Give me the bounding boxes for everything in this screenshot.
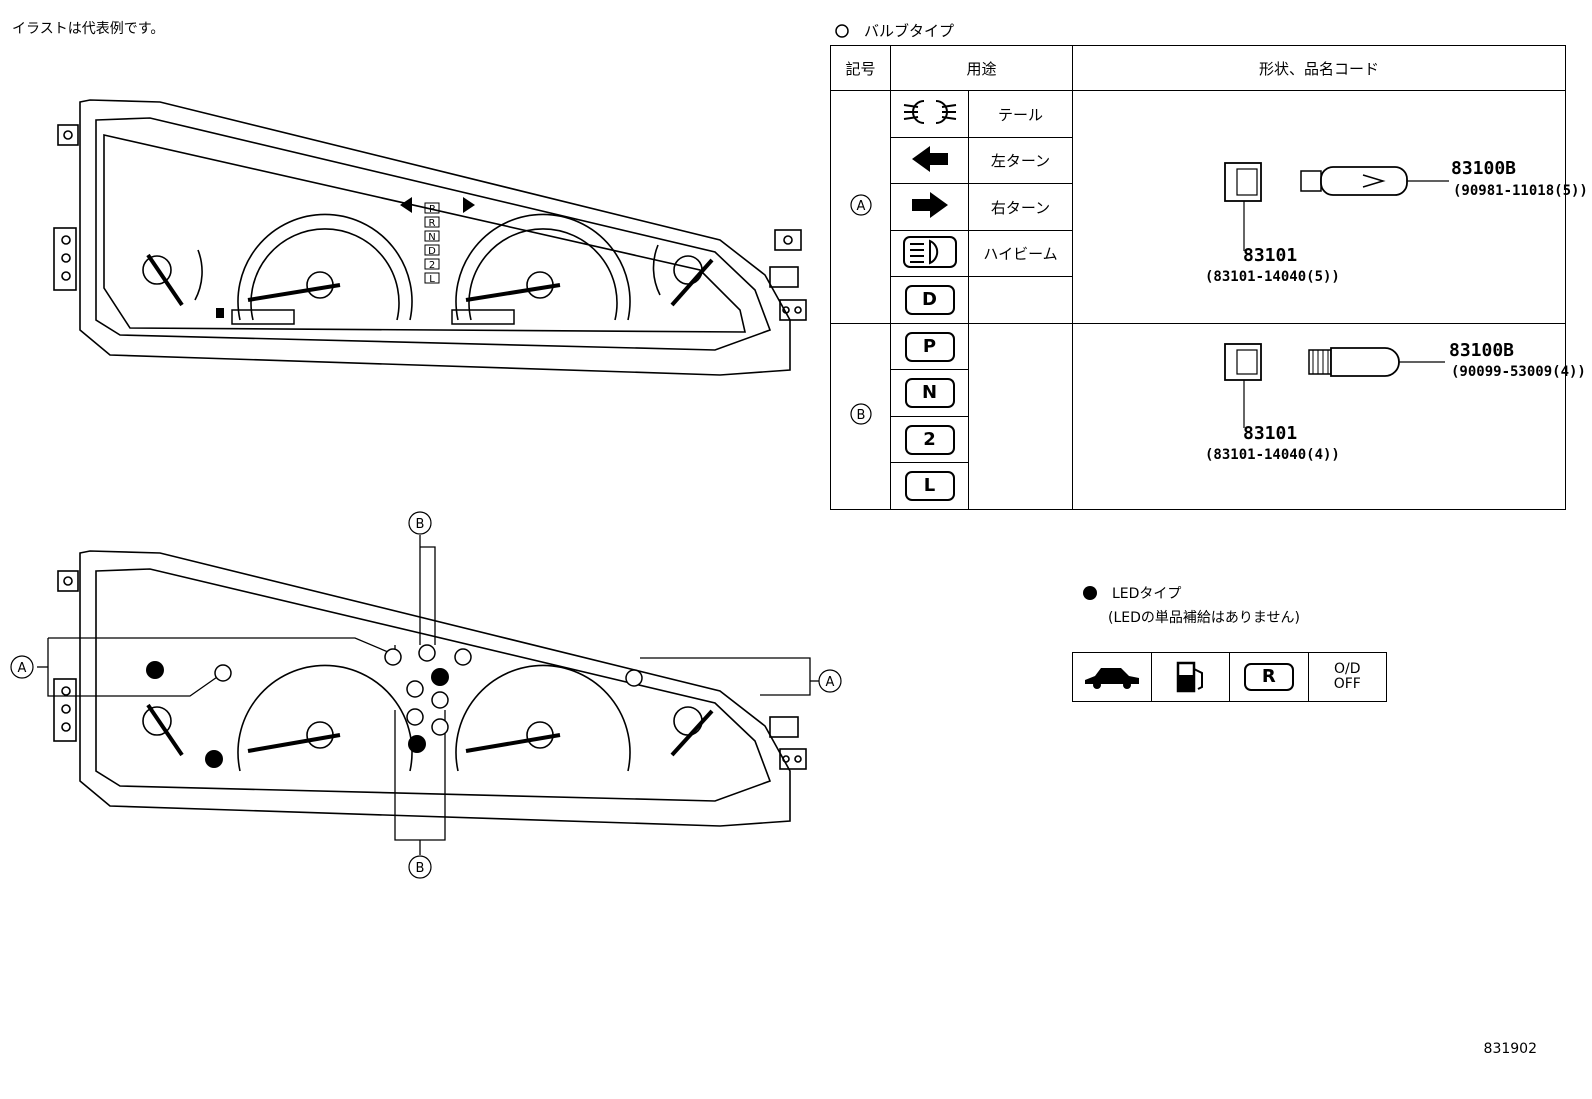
led-icon-table: R O/D OFF	[1072, 652, 1387, 702]
cluster-illustration-bottom: A A B B	[10, 511, 842, 879]
circled-b-icon: B	[849, 403, 872, 426]
p-indicator-cell: P	[890, 322, 969, 371]
2-indicator-cell: 2	[890, 415, 969, 464]
bulb-b-code: (90099-53009(4))	[1451, 364, 1586, 380]
d-indicator-icon: D	[904, 285, 955, 316]
gear-letter-n: N	[428, 232, 435, 243]
l-indicator-icon: L	[904, 471, 955, 502]
bulb-a-code: (90981-11018(5))	[1453, 183, 1588, 199]
hollow-circle-icon	[835, 23, 849, 38]
bulb-type-legend: バルブタイプ	[834, 20, 954, 41]
socket-b-part: 83101	[1243, 423, 1297, 444]
tail-label: テール	[967, 90, 1074, 138]
group-a-symbol: A	[830, 90, 891, 324]
od-off-indicator: O/D OFF	[1333, 661, 1361, 692]
callout-a-left: A	[18, 661, 27, 676]
gear-letter-r: R	[429, 218, 436, 229]
right-arrow-icon	[463, 197, 475, 213]
led-r-cell: R	[1230, 653, 1309, 701]
header-shape-code: 形状、品名コード	[1072, 44, 1566, 92]
bulb-a-part: 83100B	[1451, 158, 1516, 179]
illustration-note: イラストは代表例です。	[12, 21, 165, 37]
diagram-id: 831902	[1483, 1041, 1537, 1057]
socket-a-part: 83101	[1243, 245, 1297, 266]
svg-text:B: B	[856, 408, 865, 423]
callout-a-right: A	[826, 675, 835, 690]
gear-letter-2: 2	[429, 260, 435, 271]
right-turn-icon	[911, 192, 948, 219]
group-b-parts-cell: 83100B (90099-53009(4)) 83101 (83101-140…	[1072, 322, 1586, 511]
bulb-b-part: 83100B	[1449, 340, 1514, 361]
high-beam-label: ハイビーム	[967, 229, 1074, 278]
gear-letter-l: L	[429, 274, 435, 285]
group-a-parts-cell: 83100B (90981-11018(5)) 83101 (83101-140…	[1072, 90, 1588, 324]
callout-b-top: B	[416, 517, 425, 532]
led-car-cell	[1073, 653, 1152, 701]
fuel-pump-icon	[1177, 661, 1204, 693]
led-type-label: LEDタイプ	[1112, 586, 1182, 602]
left-turn-icon	[911, 145, 948, 172]
r-indicator-icon: R	[1243, 663, 1294, 691]
n-indicator-cell: N	[890, 369, 969, 417]
bulb-type-label: バルブタイプ	[864, 22, 955, 40]
gear-letter-d: D	[428, 246, 436, 257]
tail-icon-cell	[890, 90, 969, 138]
d-indicator-cell: D	[890, 276, 969, 324]
socket-b-code: (83101-14040(4))	[1205, 447, 1340, 463]
right-turn-icon-cell	[890, 183, 969, 231]
bulb-a-drawing: 83100B (90981-11018(5)) 83101 (83101-140…	[1205, 158, 1588, 285]
car-icon	[1084, 668, 1139, 689]
socket-a-code: (83101-14040(5))	[1205, 269, 1340, 285]
high-beam-icon	[902, 235, 957, 268]
header-usage: 用途	[889, 44, 1074, 92]
svg-text:A: A	[856, 199, 865, 214]
left-turn-label: 左ターン	[967, 136, 1074, 185]
filled-circle-icon	[1083, 586, 1097, 600]
bulb-b-drawing: 83100B (90099-53009(4)) 83101 (83101-140…	[1205, 340, 1586, 463]
led-fuel-cell	[1152, 653, 1230, 701]
gear-letter-p: P	[429, 204, 435, 215]
bulb-table: 記号 用途 形状、品名コード A テール 83100B	[830, 44, 1588, 511]
callout-b-bottom: B	[416, 861, 425, 876]
2-indicator-icon: 2	[904, 424, 955, 455]
p-indicator-icon: P	[904, 331, 955, 362]
right-turn-label: 右ターン	[967, 183, 1074, 231]
cluster-illustration-top: P R N D 2 L	[53, 99, 807, 376]
empty-cell	[967, 276, 1074, 324]
left-arrow-icon	[400, 197, 412, 213]
l-indicator-cell: L	[890, 462, 969, 510]
circled-a-icon: A	[849, 194, 872, 216]
group-b-symbol: B	[830, 322, 891, 511]
n-indicator-icon: N	[904, 378, 955, 409]
group-b-usage-blank	[967, 322, 1074, 511]
led-type-legend: LEDタイプ (LEDの単品補給はありません)	[1082, 583, 1300, 627]
header-symbol: 記号	[830, 44, 891, 92]
tail-light-icon	[903, 100, 956, 125]
high-beam-icon-cell	[890, 229, 969, 278]
fuel-icon	[216, 308, 224, 318]
left-turn-icon-cell	[890, 136, 969, 185]
led-type-sublabel: (LEDの単品補給はありません)	[1108, 610, 1300, 626]
